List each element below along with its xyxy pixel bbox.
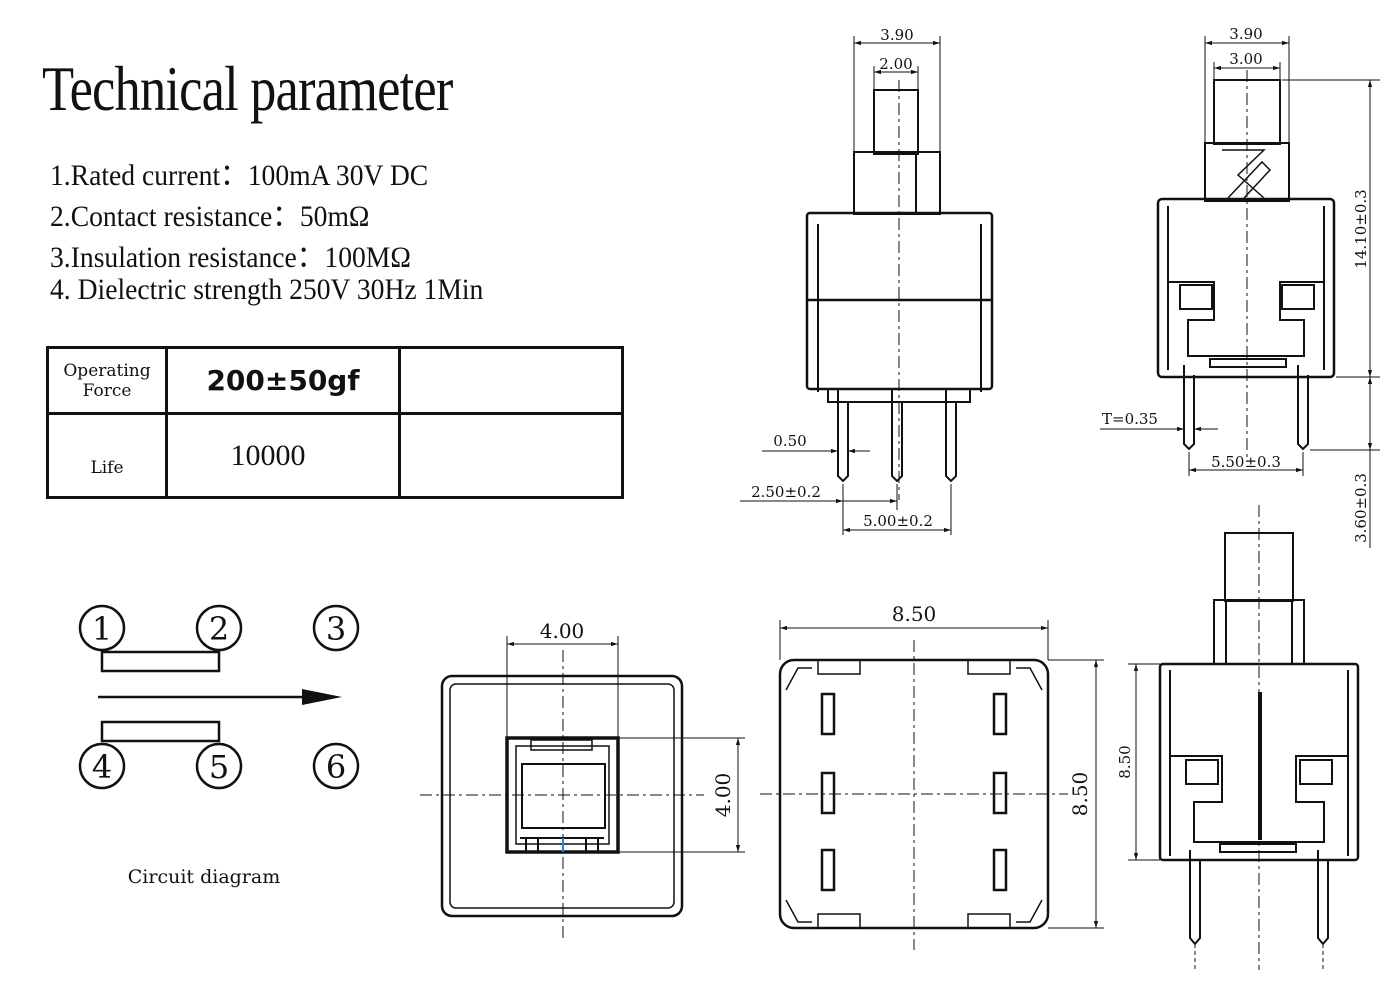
dim-side-plunger-width: 3.00 [1229,50,1262,68]
pin-slot [820,771,836,815]
operating-force-label: Operating Force [46,346,168,415]
terminal-circle [195,742,243,790]
table-row: Life 10000 [46,412,624,499]
parameter-dielectric-strength: 4. Dielectric strength 250V 30Hz 1Min [50,273,484,306]
direction-arrow-head [302,689,342,705]
dim-side-pin-span: 5.50±0.3 [1211,453,1281,471]
contact-bridge-lower [100,720,221,743]
dim-front-top-width: 3.90 [880,26,913,44]
spec-table: Operating Force 200±50gf Life 10000 [46,346,624,499]
life-value: 10000 [230,438,306,472]
terminal-label: 2 [209,610,229,648]
dim-side-top-width: 3.90 [1229,25,1262,43]
terminal-label: 3 [326,610,346,648]
plunger-tip [873,89,919,155]
terminal-label: 4 [92,748,112,786]
latch-window [1185,759,1219,785]
pin-slot [992,848,1008,892]
contact-bridge-upper [100,650,221,673]
switch-body [1156,197,1336,379]
life-label: Life [90,457,124,478]
terminal-circle [312,604,360,652]
dim-front-pin-pitch-a: 2.50±0.2 [751,483,821,501]
dim-front-pin-pitch-b: 5.00±0.2 [863,512,933,530]
latch-window [1281,284,1315,310]
pin-slot [992,771,1008,815]
front-view [740,36,994,535]
terminal-circle [78,604,126,652]
switch-body [440,674,684,918]
lower-side-view [1128,505,1360,970]
dim-top-window-height: 4.00 [711,773,735,818]
parameter-insulation-resistance: 3.Insulation resistance：100MΩ [50,241,411,274]
pin-slot [820,692,836,736]
dim-top-window-width: 4.00 [540,619,585,643]
dim-front-pin-width: 0.50 [773,432,806,450]
circuit-terminal-labels: 1 2 3 4 5 6 [92,610,346,786]
table-row: Operating Force 200±50gf [46,346,624,415]
circuit-diagram [78,604,360,790]
page-title: Technical parameter [42,53,453,124]
latch-window [1299,759,1333,785]
dim-front-plunger-width: 2.00 [879,55,912,73]
parameter-contact-resistance: 2.Contact resistance：50mΩ [50,200,370,233]
latch-window [1179,284,1213,310]
empty-cell [398,412,624,499]
terminal-circle [312,742,360,790]
dim-side-pin-thickness: T=0.35 [1102,410,1158,428]
parameter-list: 1.Rated current：100mA 30V DC 2.Contact r… [50,150,521,314]
terminal-label: 5 [209,748,229,786]
top-view [420,636,745,940]
dim-side-pin-length: 3.60±0.3 [1352,473,1370,543]
pin-slot [992,692,1008,736]
parameter-rated-current: 1.Rated current：100mA 30V DC [50,159,429,192]
terminal-label: 6 [326,748,346,786]
dim-bottom-height: 8.50 [1068,772,1092,817]
circuit-caption: Circuit diagram [128,866,280,888]
empty-cell [398,346,624,415]
side-view [1100,36,1380,548]
dim-lower-side-height: 8.50 [1116,745,1134,778]
terminal-label: 1 [92,610,112,648]
pin-slot [820,848,836,892]
terminal-circle [195,604,243,652]
bottom-view [760,620,1104,950]
dim-bottom-width: 8.50 [892,602,937,626]
dim-side-height: 14.10±0.3 [1352,189,1370,268]
plunger-collar [853,151,941,215]
terminal-circle [78,742,126,790]
operating-force-value: 200±50gf [206,364,360,397]
